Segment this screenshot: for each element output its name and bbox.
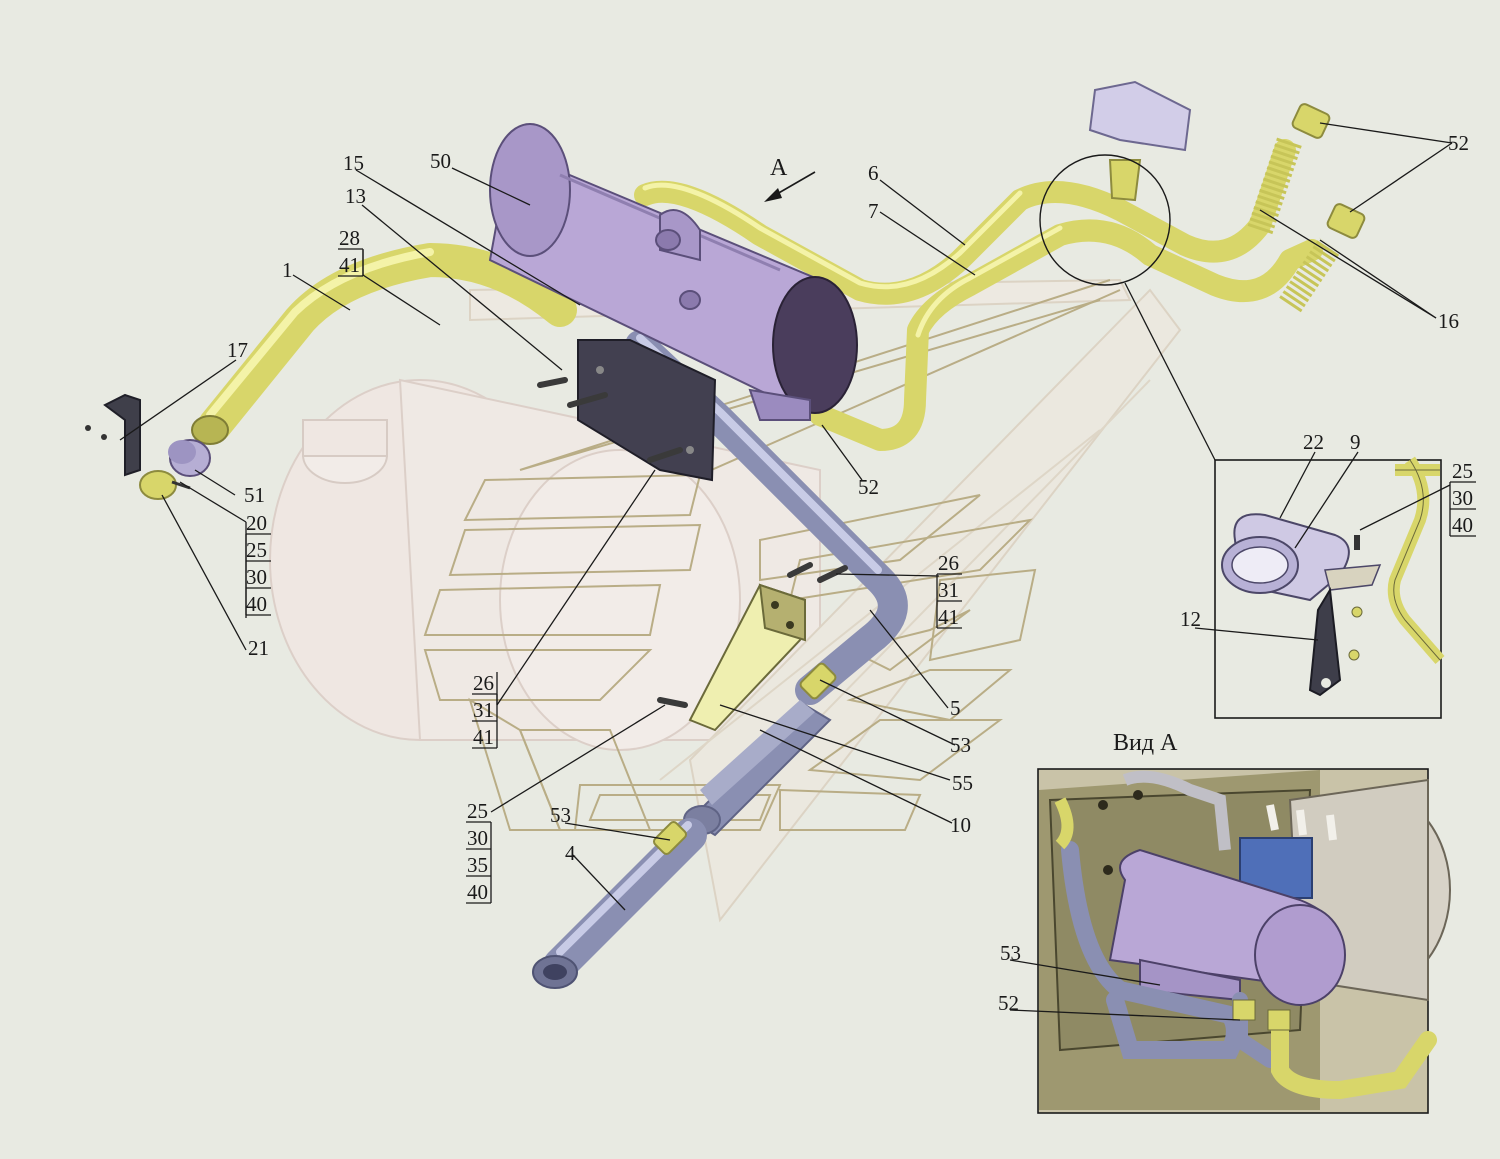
callout-53-low: 53: [550, 803, 571, 827]
stack-20-40: 20 25 30 40: [245, 511, 271, 616]
bolts-heater: [537, 377, 848, 708]
stack-25-40-left-item: 35: [467, 853, 488, 877]
stack-26-41-right: 26 31 41: [936, 551, 962, 629]
stack-25-40-left: 25 30 35 40: [466, 799, 492, 904]
callout-51: 51: [244, 483, 265, 507]
bracket-17: [103, 393, 141, 477]
heater-50: [488, 123, 858, 421]
callout-15: 15: [343, 151, 364, 175]
stack-25-40-left-item: 30: [467, 826, 488, 850]
callouts: 1 4 5 6 7 10 13 15 16 17 21 50 51 52 52 …: [227, 131, 1469, 1015]
stack-20-40-item: 25: [246, 538, 267, 562]
stack-20-40-item: 40: [246, 592, 267, 616]
callout-12: 12: [1180, 607, 1201, 631]
stack-25-40-detail-item: 25: [1452, 459, 1473, 483]
callout-53-mid: 53: [950, 733, 971, 757]
mount-plate: [577, 339, 717, 482]
sleeve-51: [168, 439, 211, 477]
clamps-52-top: [1291, 103, 1366, 239]
stack-26-41-left: 26 31 41: [472, 671, 498, 749]
pipe-6: [634, 139, 1296, 305]
stack-28-41: 28 41: [338, 226, 364, 277]
stack-26-41-left-item: 31: [473, 698, 494, 722]
callout-22: 22: [1303, 430, 1324, 454]
stack-26-41-right-item: 31: [938, 578, 959, 602]
callout-13: 13: [345, 184, 366, 208]
stack-25-40-left-item: 25: [467, 799, 488, 823]
view-a-title: Вид А: [1113, 730, 1178, 756]
callout-52-top: 52: [1448, 131, 1469, 155]
clamp-21: [139, 470, 177, 500]
callout-55: 55: [952, 771, 973, 795]
stack-20-40-item: 30: [246, 565, 267, 589]
view-arrow-label: А: [770, 155, 788, 181]
callout-7: 7: [868, 199, 879, 223]
leader-lines: [119, 122, 1453, 1021]
stack-25-40-detail-item: 40: [1452, 513, 1473, 537]
clamp-53-mid: [799, 662, 837, 700]
callout-4: 4: [565, 841, 576, 865]
callout-21: 21: [248, 636, 269, 660]
stack-26-41-left-item: 26: [473, 671, 494, 695]
stack-20-40-item: 20: [246, 511, 267, 535]
pipe-7: [809, 219, 1323, 451]
callout-view-a-53: 53: [1000, 941, 1021, 965]
callout-10: 10: [950, 813, 971, 837]
callout-view-a-52: 52: [998, 991, 1019, 1015]
bracket-55: [688, 583, 807, 732]
callout-16: 16: [1438, 309, 1459, 333]
stack-28-41-item: 41: [339, 253, 360, 277]
stack-26-41-right-item: 41: [938, 605, 959, 629]
stack-25-40-left-item: 40: [467, 880, 488, 904]
corrugated-hose-16: [1247, 135, 1341, 313]
bracket-top-mount: [1088, 80, 1192, 202]
callout-17: 17: [227, 338, 248, 362]
stack-25-40-detail: 25 30 40: [1449, 459, 1476, 537]
stack-25-40-detail-item: 30: [1452, 486, 1473, 510]
view-arrow-a: А: [764, 155, 816, 202]
callout-50: 50: [430, 149, 451, 173]
clamp-53-lower: [652, 820, 688, 856]
stack-28-41-item: 28: [339, 226, 360, 250]
callout-6: 6: [868, 161, 879, 185]
callout-9: 9: [1350, 430, 1361, 454]
callout-5: 5: [950, 696, 961, 720]
pipe-1: [191, 243, 577, 445]
stack-26-41-right-item: 26: [938, 551, 959, 575]
detail-circle: [1039, 154, 1171, 286]
stack-26-41-left-item: 41: [473, 725, 494, 749]
view-a-box: [1037, 768, 1451, 1114]
callout-52-mid: 52: [858, 475, 879, 499]
callout-1: 1: [282, 258, 293, 282]
detail-box: [1214, 456, 1445, 719]
